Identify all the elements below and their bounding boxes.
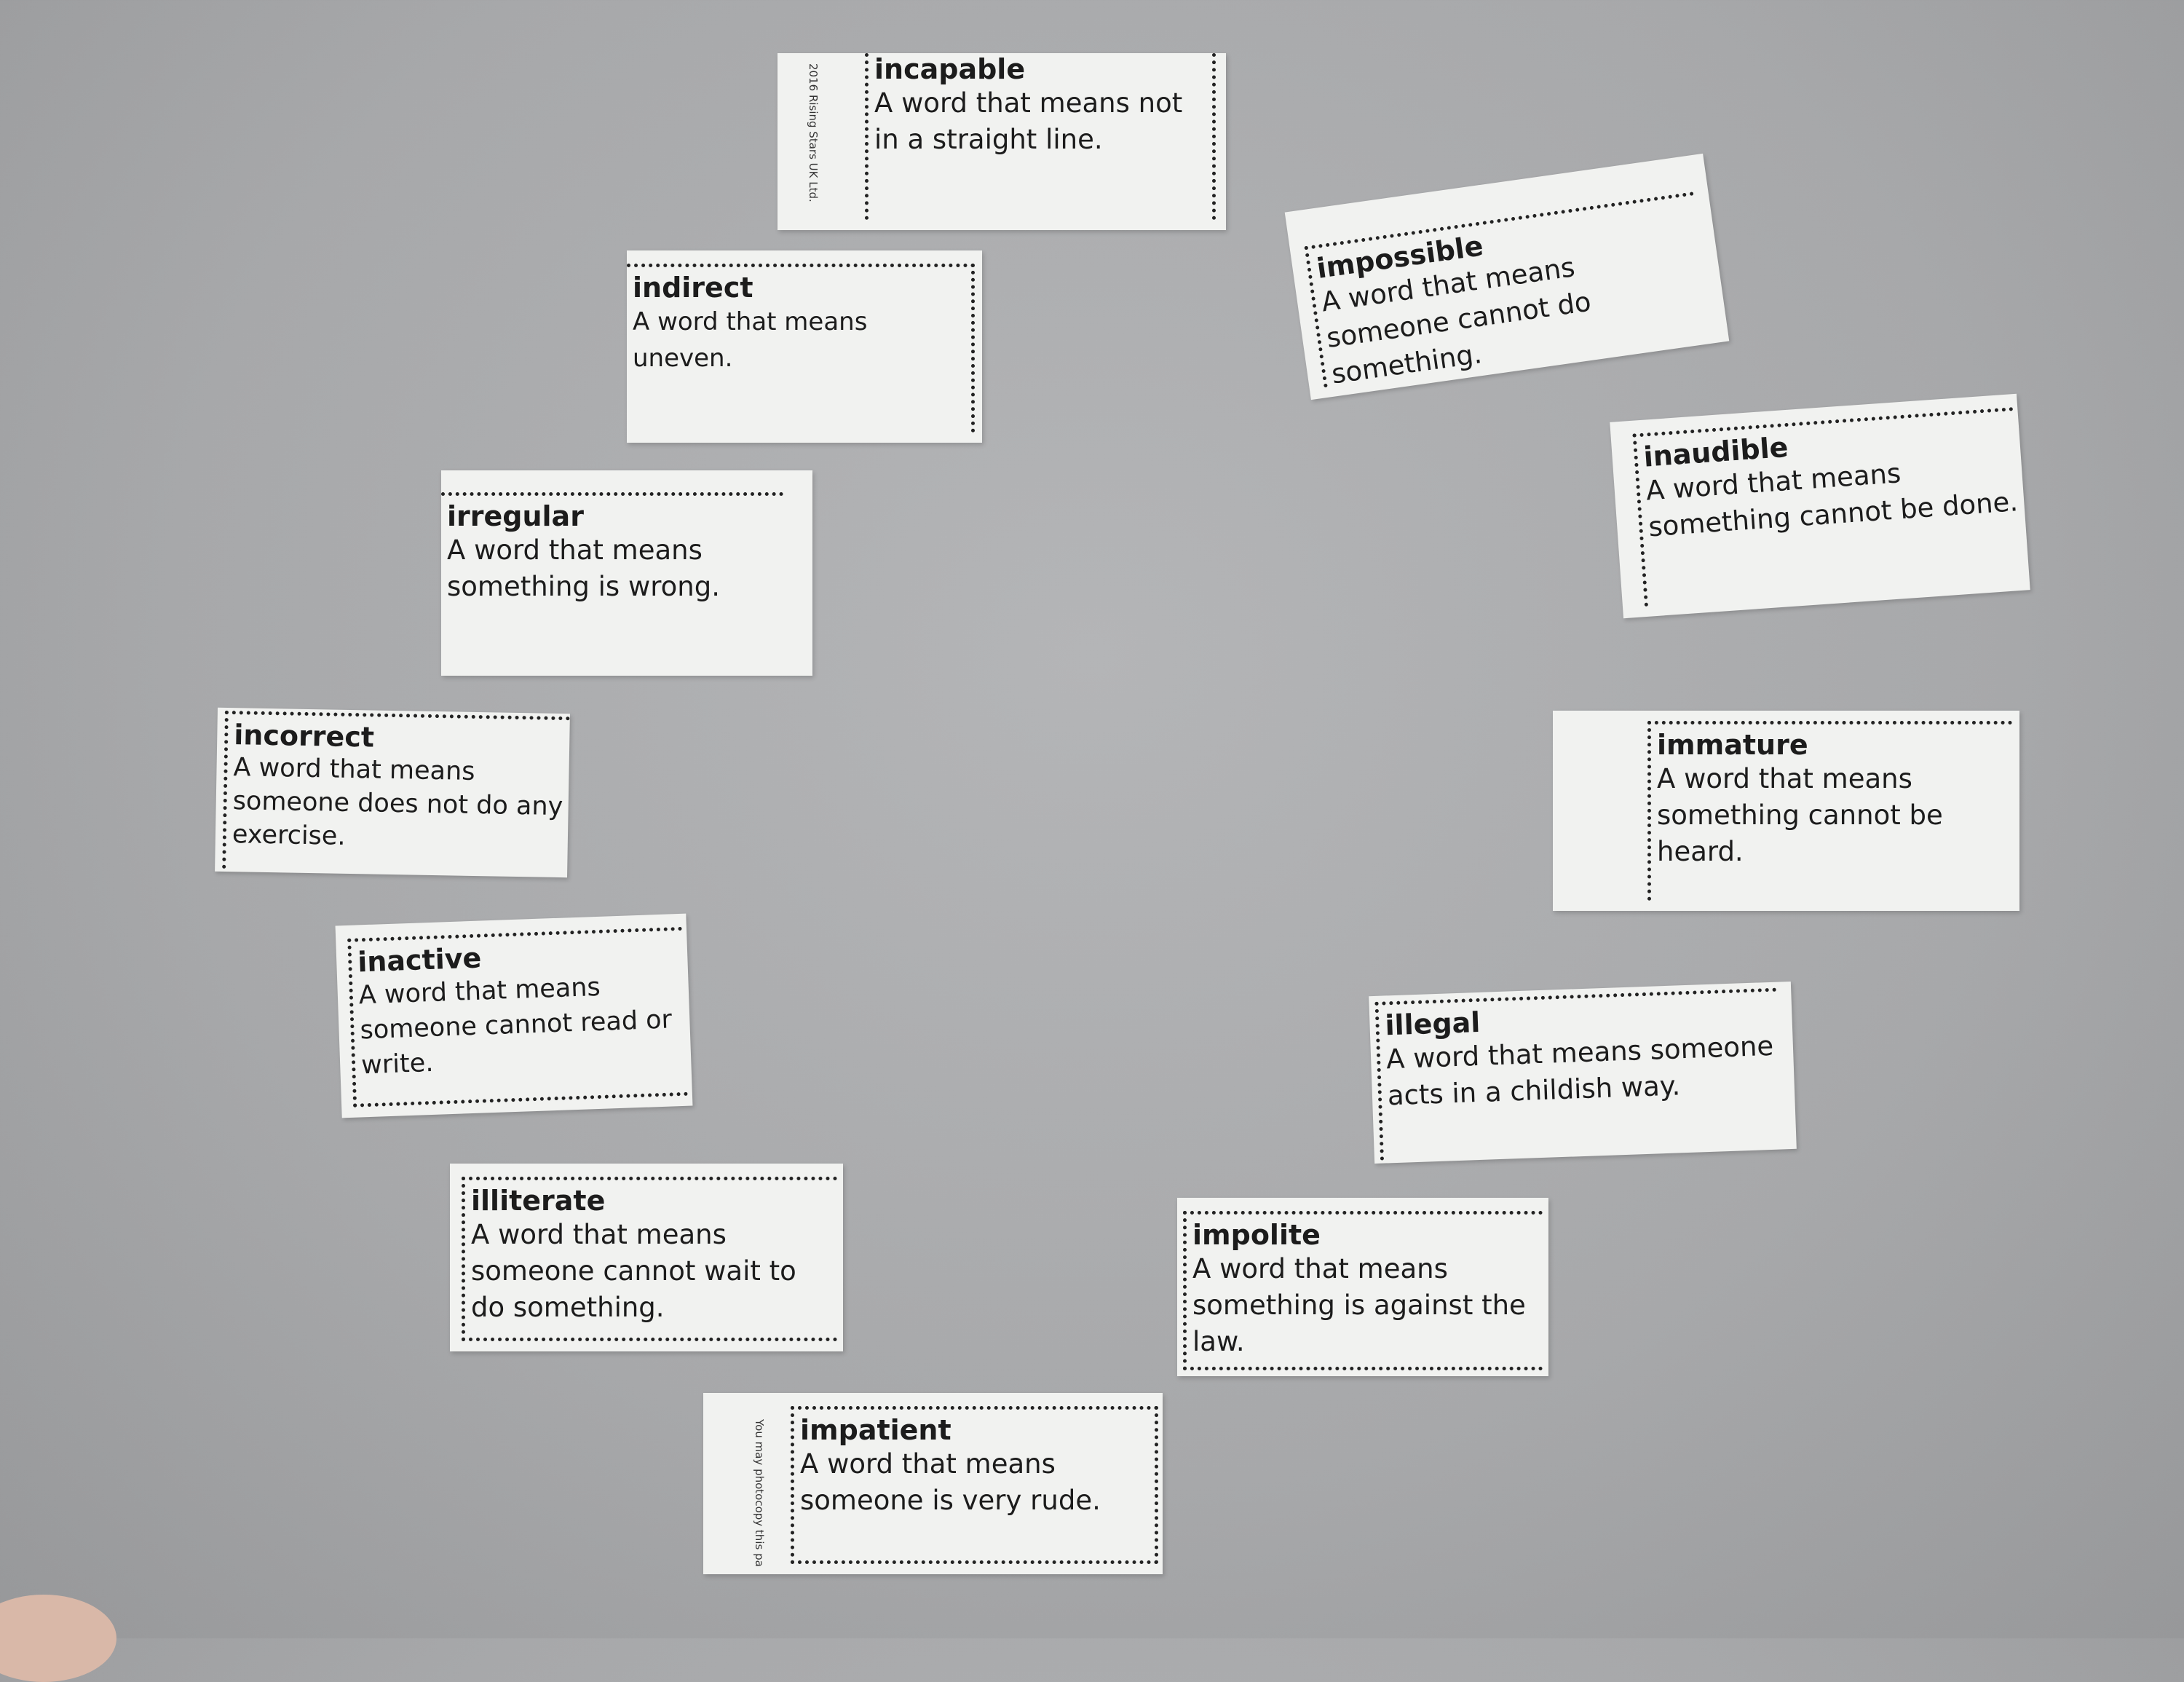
card-definition: A word that means something is against t…: [1192, 1253, 1526, 1357]
card-definition: A word that means something is wrong.: [447, 534, 720, 602]
card-word: impolite: [1192, 1219, 1321, 1251]
copyright-text: 2016 Rising Stars UK Ltd.: [807, 63, 820, 202]
card-definition: A word that means someone is very rude.: [800, 1448, 1101, 1516]
card-word: irregular: [447, 500, 584, 532]
card-word: illiterate: [471, 1185, 606, 1217]
card-word: impatient: [800, 1414, 951, 1446]
card-definition: A word that means someone does not do an…: [232, 753, 563, 851]
card-definition: A word that means uneven.: [633, 307, 868, 373]
card-definition: A word that means someone acts in a chil…: [1385, 1030, 1774, 1112]
card-word: immature: [1657, 729, 1808, 761]
card-definition: A word that means not in a straight line…: [874, 87, 1183, 155]
card-definition: A word that means someone cannot read or…: [358, 972, 673, 1081]
hand-edge: [0, 1595, 116, 1682]
card-definition: A word that means someone cannot wait to…: [471, 1219, 796, 1323]
card-definition: A word that means something cannot be he…: [1657, 763, 1943, 867]
card-word: incapable: [874, 53, 1026, 85]
copyright-text: You may photocopy this pa: [753, 1419, 766, 1567]
card-word: indirect: [633, 272, 753, 304]
